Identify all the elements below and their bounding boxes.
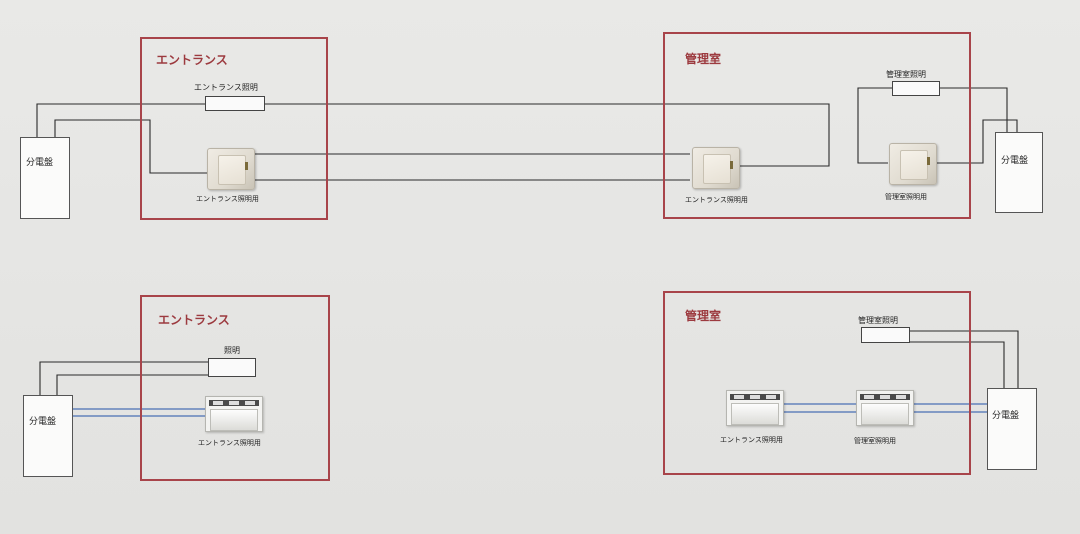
switch-indicator [245, 162, 248, 170]
top-left-panel-label: 分電盤 [26, 158, 54, 168]
bottom-office-room-title: 管理室 [685, 309, 722, 323]
bottom-entrance-switch [205, 396, 263, 432]
wire-top-left-upper [36, 103, 205, 138]
wire-top-office-lamp-right [940, 87, 1008, 132]
switch-key [861, 403, 909, 425]
bottom-office-entrance-switch-label: エントランス照明用 [720, 436, 783, 444]
bottom-entrance-switch-label: エントランス照明用 [198, 439, 261, 447]
switch-indicator-bar [209, 400, 259, 406]
switch-key [703, 154, 731, 184]
bottom-office-room: 管理室 [663, 291, 971, 475]
bottom-office-lamp-label: 管理室照明 [858, 316, 898, 325]
top-entrance-room: エントランス [140, 37, 328, 220]
top-entrance-lamp-label: エントランス照明 [194, 83, 258, 92]
bottom-right-panel-label: 分電盤 [992, 411, 1020, 421]
bottom-office-switch-label: 管理室照明用 [854, 437, 896, 445]
bottom-left-panel-label: 分電盤 [29, 417, 57, 427]
switch-indicator-bar [860, 394, 910, 400]
bottom-right-distribution-panel [987, 388, 1037, 470]
top-office-switch [889, 143, 937, 185]
top-office-lamp-label: 管理室照明 [886, 70, 926, 79]
wire-bottom-left-lower [56, 374, 208, 395]
bottom-entrance-lamp-label: 照明 [224, 346, 240, 355]
wire-top-office-switch-right [936, 119, 1018, 164]
bottom-entrance-room: エントランス [140, 295, 330, 481]
switch-indicator [730, 161, 733, 169]
top-office-room-title: 管理室 [685, 52, 722, 66]
switch-indicator-bar [730, 394, 780, 400]
wire-bottom-left-upper [39, 361, 208, 395]
top-office-room: 管理室 [663, 32, 971, 219]
top-office-switch-label: 管理室照明用 [885, 193, 927, 201]
switch-key [731, 403, 779, 425]
top-entrance-switch [207, 148, 255, 190]
top-right-panel-label: 分電盤 [1001, 156, 1029, 166]
bottom-office-switch [856, 390, 914, 426]
top-entrance-switch-label: エントランス照明用 [196, 195, 259, 203]
switch-key [210, 409, 258, 431]
switch-indicator [927, 157, 930, 165]
bottom-left-distribution-panel [23, 395, 73, 477]
top-left-distribution-panel [20, 137, 70, 219]
bottom-office-lamp [861, 327, 910, 343]
switch-key [218, 155, 246, 185]
bottom-office-entrance-switch [726, 390, 784, 426]
bottom-entrance-room-title: エントランス [158, 313, 230, 327]
top-entrance-lamp [205, 96, 265, 111]
wire-bottom-office-lamp-lower [910, 341, 1005, 389]
top-office-entrance-switch [692, 147, 740, 189]
top-right-distribution-panel [995, 132, 1043, 213]
wire-top-lamp-to-office [265, 103, 830, 167]
switch-key [900, 150, 928, 180]
wire-bottom-office-lamp-upper [910, 330, 1019, 389]
wire-top-office-lamp-left [857, 87, 892, 164]
top-entrance-room-title: エントランス [156, 53, 228, 67]
wire-top-left-lower [54, 119, 208, 174]
bottom-entrance-lamp [208, 358, 256, 377]
top-office-lamp [892, 81, 940, 96]
top-office-entrance-switch-label: エントランス照明用 [685, 196, 748, 204]
